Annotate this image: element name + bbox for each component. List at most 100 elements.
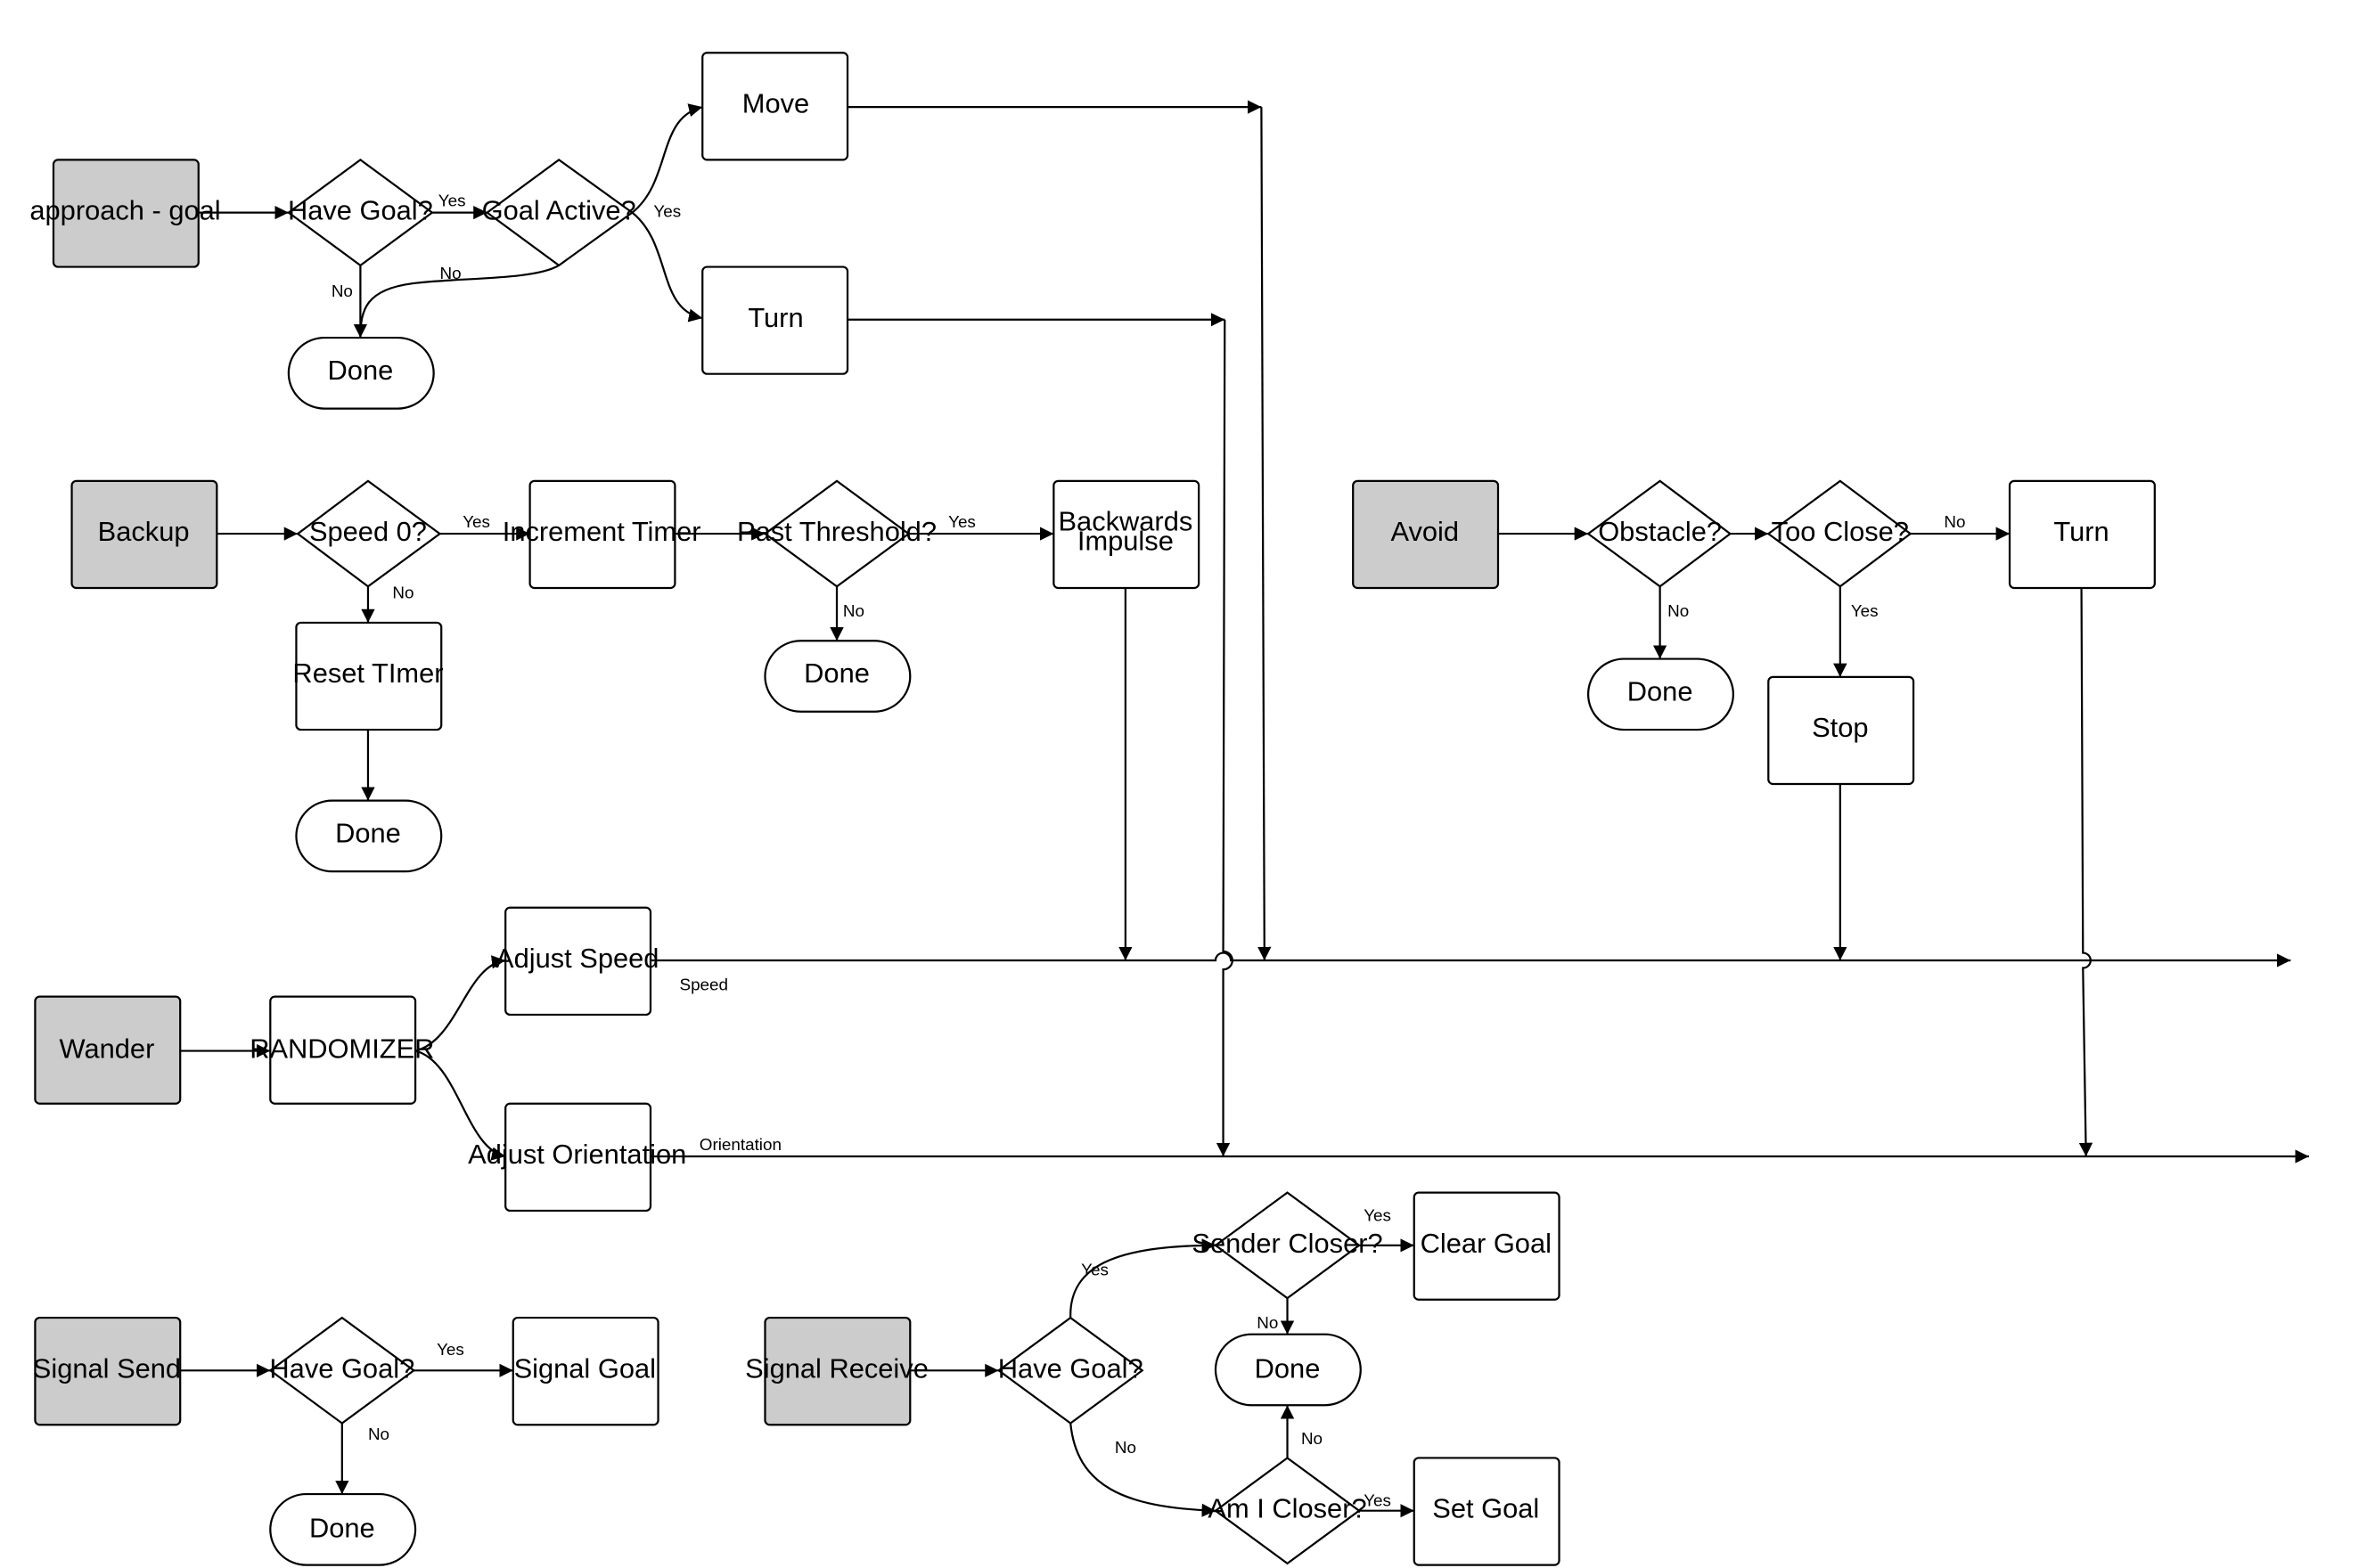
label-move: Move [742, 89, 809, 119]
label-ss-have-goal: Have Goal? [269, 1354, 414, 1384]
node-wander [34, 995, 182, 1105]
label-avoid-turn: Turn [2053, 517, 2109, 547]
label-stop: Stop [1812, 713, 1868, 743]
node-approach-goal [52, 159, 200, 268]
label-am-i-closer: Am I Closer? [1208, 1494, 1366, 1524]
node-am-i-closer [1214, 1457, 1361, 1565]
label-too-close: Too Close? [1772, 517, 1909, 547]
node-set-goal [1413, 1457, 1560, 1566]
node-move [701, 52, 849, 161]
edge-randomizer-to-adjust-orientation [414, 1049, 506, 1161]
edge-move-down-speed [1257, 107, 1272, 961]
node-avoid-done [1586, 657, 1734, 731]
node-backup-done-1 [295, 799, 443, 873]
label-clear-goal: Clear Goal [1421, 1229, 1552, 1259]
label-increment-timer: Increment Timer [503, 517, 701, 547]
edge-label-approach-no-1: No [332, 282, 353, 300]
edge-label-avoid-yes: Yes [1851, 601, 1879, 620]
node-obstacle [1586, 479, 1732, 588]
edge-label-backup-no-1: No [392, 584, 414, 602]
node-randomizer [269, 995, 417, 1105]
edge-goalactive-no-done [359, 264, 560, 339]
label-approach-done: Done [328, 355, 394, 386]
node-backup-done-2 [764, 640, 912, 713]
node-adjust-orientation [504, 1102, 652, 1213]
node-approach-done [287, 336, 435, 410]
node-avoid-turn [2008, 479, 2156, 590]
node-adjust-speed [504, 906, 652, 1017]
speed-bus-label: Speed [680, 976, 728, 994]
node-clear-goal [1413, 1191, 1560, 1301]
edge-label-ss-no: No [368, 1425, 389, 1443]
edge-sr-havegoal-yes-sendercloser [1069, 1238, 1216, 1319]
node-increment-timer [528, 479, 676, 590]
label-approach-turn: Turn [748, 303, 803, 333]
node-signal-send [34, 1316, 182, 1426]
node-goal-active [485, 159, 635, 267]
node-backup [70, 479, 218, 590]
label-set-goal: Set Goal [1432, 1494, 1539, 1524]
node-ss-have-goal [268, 1316, 416, 1425]
edge-label-approach-yes-1: Yes [438, 192, 466, 210]
node-signal-goal [512, 1316, 659, 1426]
edge-label-backup-yes-2: Yes [948, 512, 976, 531]
edge-sr-havegoal-no-amicloser [1069, 1423, 1216, 1517]
label-avoid-done: Done [1627, 677, 1693, 707]
edge-randomizer-to-adjust-speed [414, 955, 506, 1052]
node-ss-done [269, 1492, 417, 1566]
node-sender-closer [1214, 1191, 1361, 1300]
edge-turn-down-orientation [1216, 319, 1233, 1156]
node-signal-receive [764, 1316, 912, 1426]
edge-label-backup-yes-1: Yes [463, 512, 490, 531]
label-backup-done-1: Done [335, 819, 401, 849]
label-signal-receive: Signal Receive [745, 1354, 929, 1384]
label-backup-done-2: Done [804, 658, 870, 689]
label-wander: Wander [60, 1034, 155, 1065]
label-backwards-impulse-1: Backwards [1058, 506, 1192, 536]
label-adjust-orientation: Adjust Orientation [468, 1139, 686, 1170]
edge-label-avoid-no-1: No [1667, 601, 1689, 620]
edge-goalactive-yes-move [631, 103, 703, 214]
node-stop [1767, 675, 1915, 786]
edge-label-avoid-no-2: No [1944, 512, 1965, 531]
label-sender-closer: Sender Closer? [1192, 1229, 1382, 1259]
node-avoid [1352, 479, 1500, 590]
edge-label-sr-yes-1: Yes [1081, 1261, 1109, 1279]
label-approach-goal: approach - goal [29, 196, 220, 226]
edge-label-approach-no-2: No [440, 264, 462, 282]
node-reset-timer [295, 621, 443, 731]
node-sr-done [1214, 1333, 1362, 1407]
edge-avoid-turn-down-orientation [2078, 587, 2093, 1157]
node-past-threshold [763, 479, 911, 588]
speed-bus-line [649, 951, 2291, 968]
edge-label-sr-yes-3: Yes [1364, 1491, 1391, 1510]
label-adjust-speed: Adjust Speed [496, 943, 659, 974]
label-sr-done: Done [1255, 1354, 1321, 1384]
label-past-threshold: Past Threshold? [737, 517, 937, 547]
edge-label-approach-yes-2: Yes [653, 202, 681, 221]
edge-label-sr-yes-2: Yes [1364, 1206, 1391, 1225]
edge-label-ss-yes: Yes [437, 1340, 464, 1359]
node-approach-turn [701, 265, 849, 375]
label-sr-have-goal: Have Goal? [998, 1354, 1143, 1384]
node-speed0 [296, 479, 442, 588]
node-approach-have-goal [286, 159, 434, 267]
label-approach-have-goal: Have Goal? [288, 196, 433, 226]
label-signal-goal: Signal Goal [514, 1354, 656, 1384]
orientation-bus-label: Orientation [700, 1135, 782, 1154]
edge-label-sr-no-2: No [1115, 1438, 1136, 1457]
node-sr-have-goal [996, 1316, 1144, 1425]
edge-label-sr-no-1: No [1257, 1313, 1278, 1332]
label-avoid: Avoid [1390, 517, 1459, 547]
label-signal-send: Signal Send [33, 1354, 181, 1384]
node-too-close [1766, 479, 1912, 588]
edge-goalactive-yes-turn [631, 211, 703, 323]
label-randomizer: RANDOMIZER [250, 1034, 434, 1065]
edge-label-backup-no-2: No [843, 601, 864, 620]
node-backwards-impulse [1052, 479, 1200, 590]
label-reset-timer: Reset TImer [292, 658, 443, 689]
label-goal-active: Goal Active? [482, 196, 636, 226]
label-ss-done: Done [309, 1514, 375, 1544]
edge-label-sr-no-3: No [1301, 1429, 1323, 1448]
